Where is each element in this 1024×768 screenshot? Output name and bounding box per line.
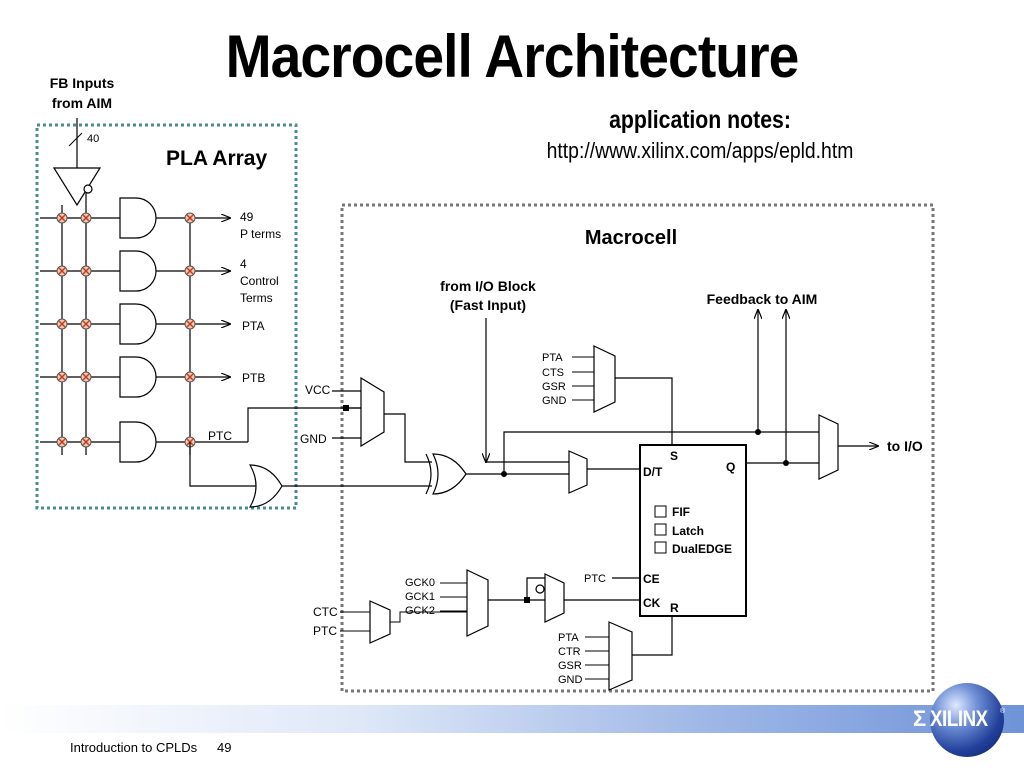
ff-q-label: Q [726, 460, 735, 474]
pla-array-title: PLA Array [166, 147, 267, 170]
ff-r-label: R [670, 601, 679, 615]
bus-slash [68, 132, 83, 147]
from-io-label-2: (Fast Input) [450, 297, 526, 313]
set-mux-input: PTA [542, 352, 563, 364]
macrocell-border [340, 203, 935, 693]
macrocell-title: Macrocell [585, 227, 677, 249]
macrocell-diagram: FB Inputs from AIM 40 PLA Array 49 P ter… [35, 75, 935, 693]
or-gate [248, 464, 283, 508]
to-io-label: to I/O [887, 438, 923, 454]
and-gate [119, 197, 157, 239]
programmable-nodes [56, 212, 196, 448]
clock-mux-input: GCK2 [405, 605, 435, 617]
ff-option: DualEDGE [672, 542, 732, 556]
reset-mux-input: CTR [558, 646, 581, 658]
pla-array-border [35, 123, 298, 510]
fif-checkbox [654, 505, 667, 518]
programmable-node [56, 436, 68, 448]
programmable-node [56, 318, 68, 330]
ptc-label: PTC [208, 429, 232, 443]
and-gate [119, 356, 157, 398]
pterms-label: P terms [240, 227, 281, 241]
polarity-mux [360, 376, 385, 448]
ff-ck-label: CK [643, 596, 661, 610]
set-mux-input: GSR [542, 381, 566, 393]
app-notes-url[interactable]: http://www.xilinx.com/apps/epld.htm [546, 138, 854, 163]
d-mux [568, 450, 588, 494]
xor-gate [432, 453, 467, 495]
ctc-mux [369, 600, 391, 644]
clock-mux [466, 569, 489, 637]
clock-invert-bubble [535, 584, 545, 594]
ff-ce-label: CE [643, 572, 660, 586]
ff-option: FIF [672, 505, 690, 519]
control-label-2: Terms [240, 291, 273, 305]
and-gate [119, 421, 157, 463]
xilinx-mark-icon: Σ [913, 706, 927, 731]
pterm-row [40, 421, 248, 463]
ff-s-label: S [670, 449, 678, 463]
programmable-node [80, 371, 92, 383]
dualedge-checkbox [654, 541, 667, 554]
pterm-row [40, 197, 230, 239]
gnd-label: GND [300, 432, 327, 446]
set-mux [593, 345, 616, 413]
ptc-ce-label: PTC [584, 573, 606, 585]
pta-label: PTA [242, 319, 264, 333]
programmable-node [80, 318, 92, 330]
programmable-node [56, 371, 68, 383]
xilinx-logo-text: XILINX [930, 706, 988, 731]
reset-mux-input: GSR [558, 660, 582, 672]
set-mux-input: GND [542, 395, 567, 407]
programmable-node [184, 265, 196, 277]
reset-mux-input: PTA [558, 632, 579, 644]
page-title: Macrocell Architecture [225, 23, 800, 90]
clock-mux-input: GCK1 [405, 591, 435, 603]
from-io-label: from I/O Block [440, 278, 536, 294]
and-gate [119, 250, 157, 292]
and-gate [119, 303, 157, 345]
page-number: 49 [217, 740, 232, 755]
fb-inputs-label: FB Inputs [50, 75, 115, 91]
feedback-label: Feedback to AIM [707, 291, 818, 307]
set-mux-input: CTS [542, 367, 564, 379]
latch-checkbox [654, 523, 667, 536]
ptc-mux-label: PTC [313, 624, 337, 638]
control-label: Control [240, 274, 279, 288]
ff-dt-label: D/T [643, 465, 663, 479]
programmable-node [56, 212, 68, 224]
programmable-node [184, 318, 196, 330]
clock-mux-input: GCK0 [405, 577, 435, 589]
input-buffer [52, 167, 102, 207]
footer-band [0, 705, 1024, 733]
ctc-label: CTC [313, 605, 338, 619]
reset-mux-input: GND [558, 674, 583, 686]
programmable-node [184, 371, 196, 383]
mux-select-node [343, 405, 349, 411]
programmable-node [80, 436, 92, 448]
fb-inputs-label-2: from AIM [52, 95, 112, 111]
xilinx-globe-logo [930, 683, 1004, 757]
clock-polarity-mux [544, 573, 565, 623]
pterm-row [40, 250, 230, 292]
programmable-node [184, 212, 196, 224]
app-notes-label: application notes: [609, 106, 791, 134]
registered-mark: ® [1000, 708, 1006, 715]
bus-width-label: 40 [87, 133, 99, 145]
pterm-row [40, 303, 230, 345]
ff-option: Latch [672, 524, 704, 538]
programmable-node [80, 265, 92, 277]
programmable-node [56, 265, 68, 277]
reset-mux [608, 621, 633, 691]
output-mux [818, 414, 839, 480]
ptb-label: PTB [242, 371, 265, 385]
pterms-count: 49 [240, 210, 254, 224]
pterm-row [40, 356, 230, 398]
control-count: 4 [240, 257, 247, 271]
vcc-label: VCC [305, 383, 331, 397]
inverter-bubble [83, 184, 93, 194]
programmable-node [80, 212, 92, 224]
footer-text: Introduction to CPLDs [70, 740, 198, 755]
